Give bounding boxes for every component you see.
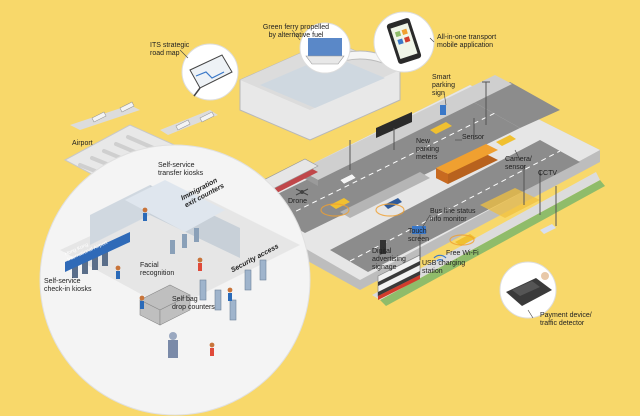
sensor-wave	[320, 203, 475, 246]
phone-callout	[373, 11, 435, 73]
security-gate	[199, 259, 267, 321]
robot-icon	[168, 332, 178, 358]
road-network	[255, 75, 580, 272]
car-icon	[540, 224, 556, 234]
bus-icon	[436, 144, 498, 184]
immigration-gate	[170, 228, 199, 254]
smartphone-icon	[386, 18, 422, 64]
payment-callout	[499, 261, 557, 319]
leader-lines	[179, 29, 542, 319]
airport-zoom-circle	[39, 144, 311, 416]
car-icon	[496, 135, 516, 146]
car-icon	[339, 173, 357, 185]
people	[115, 207, 233, 356]
car-icon	[384, 198, 402, 209]
bag-drop-counter	[139, 284, 191, 326]
billboard	[376, 112, 412, 150]
wifi-icon	[433, 254, 447, 262]
checkin-kiosk	[72, 250, 108, 278]
ferry-callout	[299, 22, 351, 74]
roadmap-callout	[181, 43, 239, 101]
welcome-sign	[65, 232, 130, 272]
map-icon	[189, 54, 233, 97]
street-furniture	[349, 81, 557, 260]
car-icon	[330, 198, 350, 209]
payment-device-icon	[506, 272, 552, 306]
double-decker-bus-icon	[377, 254, 421, 300]
drone-icon	[295, 188, 309, 196]
car-icon	[430, 122, 452, 134]
airplane-icon	[91, 101, 215, 131]
